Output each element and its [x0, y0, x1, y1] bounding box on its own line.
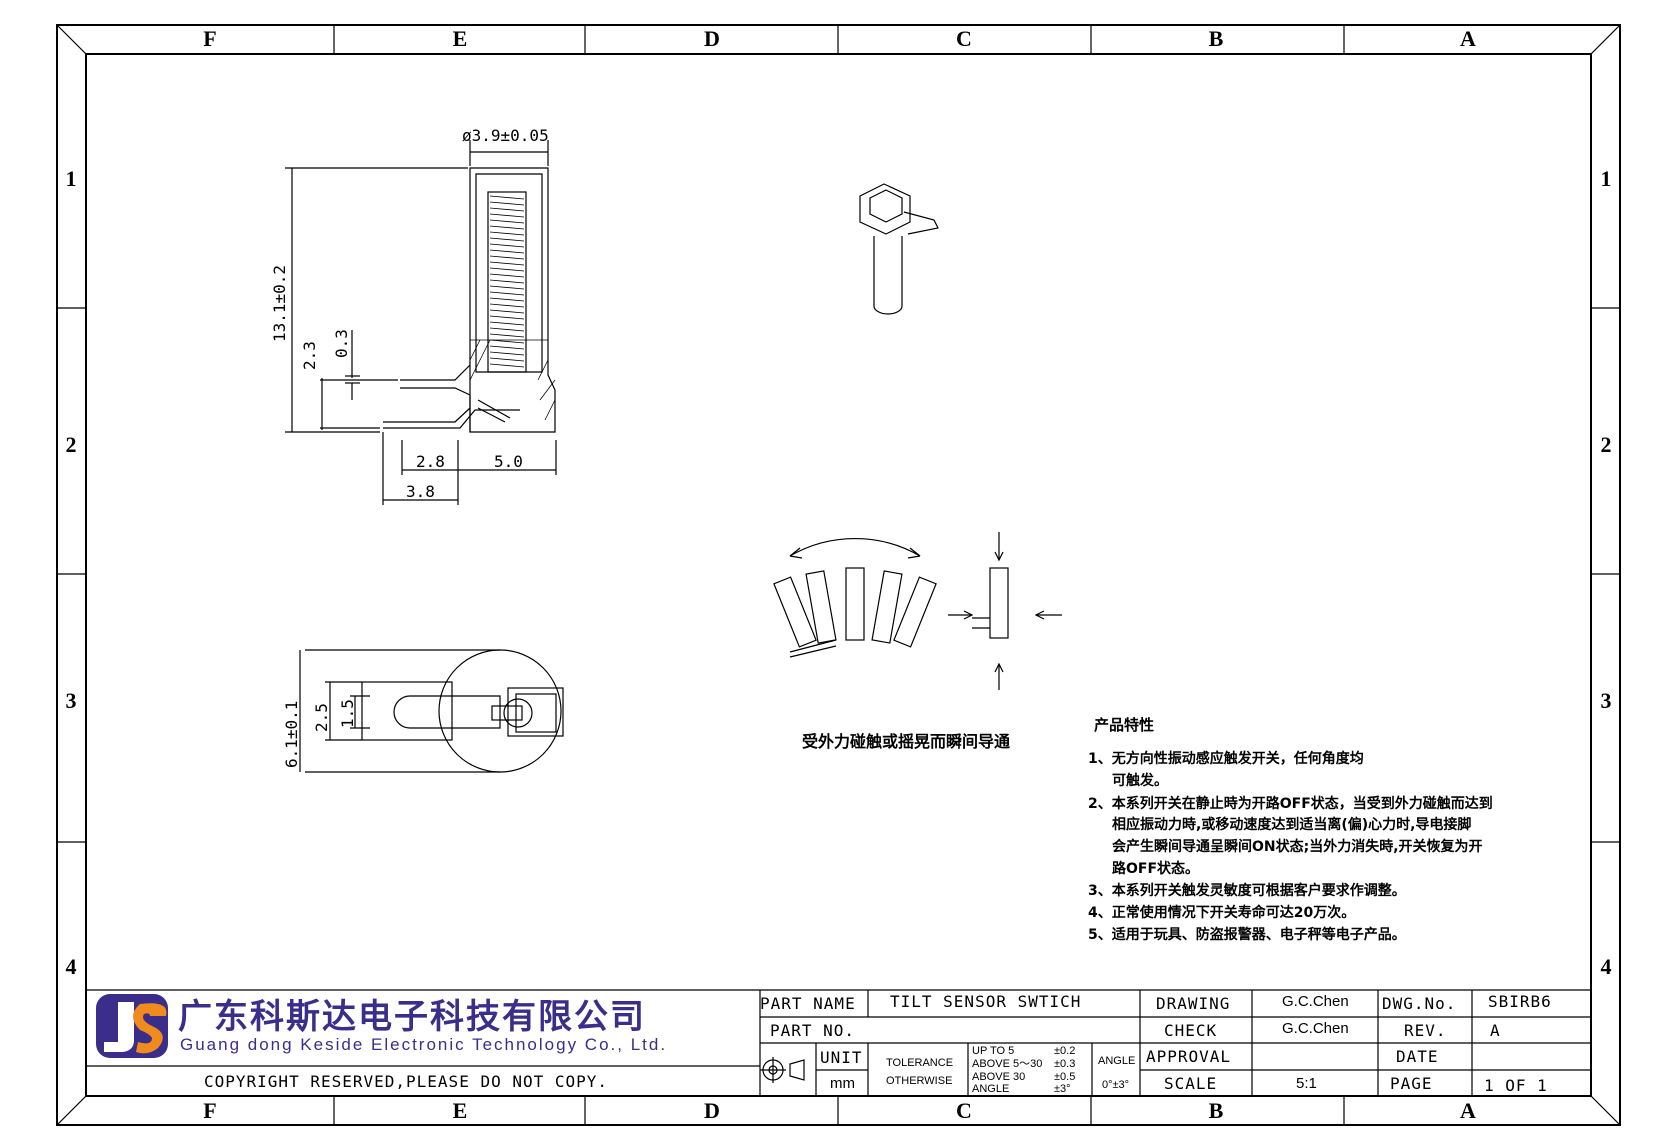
feature-line-5: 会产生瞬间导通呈瞬间ON状态;当外力消失時,开关恢复为开	[1112, 839, 1483, 855]
zone-row-1-right: 1	[1600, 166, 1612, 191]
dim-0-3: 0.3	[332, 329, 351, 358]
motion-caption: 受外力碰触或摇晃而瞬间导通	[802, 732, 1011, 751]
tolerance-label-1: TOLERANCE	[886, 1057, 954, 1069]
dim-5-0: 5.0	[494, 452, 523, 471]
tol-value-4: ±3°	[1054, 1083, 1071, 1095]
company-logo	[96, 994, 168, 1058]
tol-range-2: ABOVE 5～30	[972, 1058, 1043, 1070]
check-value: G.C.Chen	[1282, 1020, 1349, 1037]
part-name-value: TILT SENSOR SWTICH	[890, 992, 1082, 1011]
zone-col-b-top: B	[1208, 26, 1224, 51]
zone-col-e-top: E	[452, 26, 468, 51]
rev-label: REV.	[1404, 1021, 1447, 1040]
zone-col-a-bottom: A	[1460, 1098, 1476, 1123]
dim-2-5: 2.5	[312, 703, 331, 732]
sheet-frame	[56, 24, 1621, 1126]
dim-diameter: ø3.9±0.05	[462, 126, 549, 145]
dwg-no-value: SBIRB6	[1488, 992, 1552, 1011]
isometric-part	[859, 183, 939, 315]
unit-value: mm	[830, 1075, 855, 1092]
drawing-value: G.C.Chen	[1282, 993, 1349, 1010]
page-value: 1 OF 1	[1484, 1076, 1548, 1095]
zone-row-2-right: 2	[1600, 432, 1612, 457]
unit-label: UNIT	[820, 1048, 863, 1067]
zone-col-d-top: D	[704, 26, 720, 51]
zone-row-4-right: 4	[1600, 954, 1612, 979]
angle-label: ANGLE	[1098, 1055, 1136, 1067]
tol-value-3: ±0.5	[1054, 1071, 1076, 1083]
side-section-view	[285, 140, 557, 505]
tolerance-label-2: OTHERWISE	[886, 1075, 953, 1087]
dim-1-5: 1.5	[338, 699, 357, 728]
feature-line-6: 路OFF状态。	[1112, 861, 1200, 877]
feature-line-9: 5、适用于玩具、防盗报警器、电子秤等电子产品。	[1088, 927, 1406, 943]
spring-coils	[489, 195, 525, 368]
motion-illustration	[773, 532, 1062, 690]
feature-line-3: 2、本系列开关在静止時为开路OFF状态，当受到外力碰触而达到	[1088, 796, 1493, 812]
date-label: DATE	[1396, 1047, 1439, 1066]
dim-2-3: 2.3	[300, 341, 319, 370]
zone-col-b-bottom: B	[1208, 1098, 1224, 1123]
zone-col-f-bottom: F	[203, 1098, 217, 1123]
zone-row-3-left: 3	[65, 688, 77, 713]
feature-line-1: 1、无方向性振动感应触发开关，任何角度均	[1088, 751, 1364, 767]
tol-value-1: ±0.2	[1054, 1045, 1076, 1057]
feature-line-2: 可触发。	[1112, 773, 1168, 789]
zone-row-2-left: 2	[65, 432, 77, 457]
dwg-no-label: DWG.No.	[1382, 994, 1457, 1013]
zone-col-f-top: F	[203, 26, 217, 51]
tol-range-3: ABOVE 30	[972, 1071, 1026, 1083]
feature-line-8: 4、正常使用情况下开关寿命可达20万次。	[1088, 905, 1356, 921]
angle-value: 0°±3°	[1102, 1079, 1130, 1091]
feature-line-4: 相应振动力時,或移动速度达到适当离(偏)心力时,导电接脚	[1112, 817, 1472, 833]
dim-3-8: 3.8	[406, 482, 435, 501]
scale-value: 5:1	[1296, 1075, 1317, 1092]
zone-row-3-right: 3	[1600, 688, 1612, 713]
feature-line-7: 3、本系列开关触发灵敏度可根据客户要求作调整。	[1088, 883, 1406, 899]
features-title: 产品特性	[1094, 716, 1155, 734]
dim-height: 13.1±0.2	[270, 264, 289, 342]
top-view	[299, 649, 564, 773]
page-label: PAGE	[1390, 1074, 1433, 1093]
rev-value: A	[1490, 1021, 1501, 1040]
title-block	[86, 989, 1591, 1096]
zone-col-a-top: A	[1460, 26, 1476, 51]
zone-row-4-left: 4	[65, 954, 77, 979]
dim-2-8: 2.8	[416, 452, 445, 471]
company-name-cn: 广东科斯达电子科技有限公司	[178, 997, 646, 1037]
zone-row-1-left: 1	[65, 166, 77, 191]
hatch-lines	[469, 339, 556, 421]
approval-label: APPROVAL	[1146, 1047, 1232, 1066]
tol-value-2: ±0.3	[1054, 1058, 1076, 1070]
scale-label: SCALE	[1164, 1074, 1218, 1093]
tol-range-4: ANGLE	[972, 1083, 1010, 1095]
drawing-label: DRAWING	[1156, 994, 1231, 1013]
zone-col-e-bottom: E	[452, 1098, 468, 1123]
check-label: CHECK	[1164, 1021, 1218, 1040]
part-no-label: PART NO.	[770, 1021, 856, 1040]
zone-col-c-top: C	[956, 26, 972, 51]
dim-width: 6.1±0.1	[282, 700, 301, 768]
tol-range-1: UP TO 5	[972, 1045, 1015, 1057]
zone-col-c-bottom: C	[956, 1098, 972, 1123]
company-name-en: Guang dong Keside Electronic Technology …	[180, 1035, 668, 1054]
part-name-label: PART NAME	[760, 994, 856, 1013]
zone-col-d-bottom: D	[704, 1098, 720, 1123]
copyright-notice: COPYRIGHT RESERVED,PLEASE DO NOT COPY.	[204, 1072, 609, 1091]
